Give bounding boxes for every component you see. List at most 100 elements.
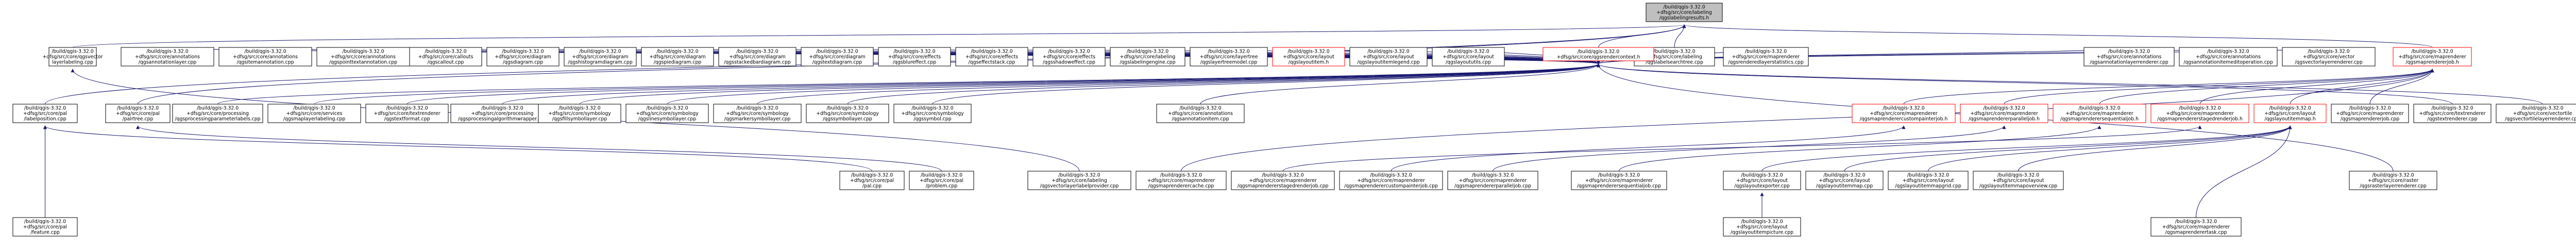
graph-node-b11[interactable]: /build/qgis-3.32.0+dfsg/src/core/layout/… [1888,171,1969,190]
node-label: /qgslayoutitemmapgrid.cpp [1895,184,1961,189]
graph-node-n4[interactable]: /build/qgis-3.32.0+dfsg/src/core/annotat… [316,47,410,67]
graph-node-l3[interactable]: /build/qgis-3.32.0+dfsg/src/core/process… [172,104,263,123]
node-label: /qgsfillsymbollayer.cpp [552,117,607,122]
graph-node-n8[interactable]: /build/qgis-3.32.0+dfsg/src/core/diagram… [641,47,714,67]
node-label: /build/qgis-3.32.0 [1048,49,1090,55]
node-label: +dfsg/src/core/labeling [1052,178,1107,184]
graph-node-rendercontext[interactable]: /build/qgis-3.32.0+dfsg/src/core/qgsrend… [1543,47,1654,61]
dependency-edge [1200,63,1600,105]
node-box [625,104,709,123]
graph-node-n17[interactable]: /build/qgis-3.32.0+dfsg/src/core/layout/… [1349,47,1428,67]
graph-node-n22[interactable]: /build/qgis-3.32.0+dfsg/src/core/vector/… [2282,47,2376,67]
node-box [1447,171,1538,190]
graph-node-l7[interactable]: /build/qgis-3.32.0+dfsg/src/core/symbolo… [538,104,621,123]
graph-node-n1[interactable]: /build/qgis-3.32.0+dfsg/src/core/qgsvect… [43,47,103,67]
graph-node-l1[interactable]: /build/qgis-3.32.0+dfsg/src/core/pal/lab… [12,104,78,123]
graph-node-b10[interactable]: /build/qgis-3.32.0+dfsg/src/core/layout/… [1805,171,1884,190]
graph-node-l10[interactable]: /build/qgis-3.32.0+dfsg/src/core/symbolo… [806,104,889,123]
node-label: +dfsg/src/core/diagram [495,54,551,60]
node-label: /pal.cpp [862,184,882,189]
node-box [2150,104,2249,123]
node-label: /qgsannotationitemeditoperation.cpp [2183,60,2273,65]
graph-node-n5[interactable]: /build/qgis-3.32.0+dfsg/src/core/callout… [409,47,482,67]
node-box [1432,47,1505,67]
node-label: +dfsg/src/core/vectortile [2513,111,2572,117]
graph-node-c1[interactable]: /build/qgis-3.32.0+dfsg/src/core/pal/fea… [12,217,78,237]
graph-node-l8[interactable]: /build/qgis-3.32.0+dfsg/src/core/symbolo… [625,104,709,123]
graph-node-b4[interactable]: /build/qgis-3.32.0+dfsg/src/core/maprend… [1136,171,1227,190]
graph-node-l14[interactable]: /build/qgis-3.32.0+dfsg/src/core/maprend… [1960,104,2048,123]
graph-node-b3[interactable]: /build/qgis-3.32.0+dfsg/src/core/labelin… [1027,171,1131,190]
node-label: /build/qgis-3.32.0 [1578,49,1619,55]
node-box [2349,171,2437,190]
graph-node-maprender[interactable]: /build/qgis-3.32.0+dfsg/src/core/maprend… [2393,47,2472,67]
graph-node-l6[interactable]: /build/qgis-3.32.0+dfsg/src/core/process… [450,104,554,123]
graph-node-l16[interactable]: /build/qgis-3.32.0+dfsg/src/core/maprend… [2150,104,2249,123]
graph-node-n9[interactable]: /build/qgis-3.32.0+dfsg/src/core/diagram… [718,47,796,67]
graph-node-l20[interactable]: /build/qgis-3.32.0+dfsg/src/core/vectort… [2496,104,2576,123]
node-label: /build/qgis-3.32.0 [558,106,600,111]
node-label: /build/qgis-3.32.0 [1653,49,1695,55]
node-label: +dfsg/src/core/maprenderer [2065,111,2133,117]
graph-node-b5[interactable]: /build/qgis-3.32.0+dfsg/src/core/maprend… [1231,171,1335,190]
node-box [1805,171,1884,190]
graph-node-n20[interactable]: /build/qgis-3.32.0+dfsg/src/core/annotat… [2083,47,2175,67]
node-label: /qgssymbol.cpp [913,117,951,122]
node-label: /qgsvectortilelayerrenderer.cpp [2505,117,2576,122]
graph-node-l2[interactable]: /build/qgis-3.32.0+dfsg/src/core/pal/pal… [105,104,171,123]
graph-node-n2[interactable]: /build/qgis-3.32.0+dfsg/src/core/annotat… [121,47,214,67]
node-box [718,47,796,67]
graph-node-n19[interactable]: /build/qgis-3.32.0+dfsg/src/core/maprend… [1723,47,1809,67]
dependency-edge [1761,125,2292,172]
node-label: /build/qgis-3.32.0 [1663,5,1705,10]
graph-node-b6[interactable]: /build/qgis-3.32.0+dfsg/src/core/maprend… [1339,171,1443,190]
graph-node-n12[interactable]: /build/qgis-3.32.0+dfsg/src/core/effects… [955,47,1028,67]
graph-node-root[interactable]: /build/qgis-3.32.0+dfsg/src/core/labelin… [1646,3,1723,22]
node-box [801,47,874,67]
graph-node-n16[interactable]: /build/qgis-3.32.0+dfsg/src/core/layout/… [1272,47,1345,67]
graph-node-b12[interactable]: /build/qgis-3.32.0+dfsg/src/core/layout/… [1973,171,2064,190]
graph-node-n15[interactable]: /build/qgis-3.32.0+dfsg/src/core/layertr… [1190,47,1268,67]
graph-node-b2[interactable]: /build/qgis-3.32.0+dfsg/src/core/pal/pro… [909,171,974,190]
node-label: /qgspiediagram.cpp [654,60,702,65]
graph-node-c3[interactable]: /build/qgis-3.32.0+dfsg/src/core/maprend… [2150,217,2242,237]
graph-node-n3[interactable]: /build/qgis-3.32.0+dfsg/src/core/annotat… [218,47,312,67]
graph-node-b9[interactable]: /build/qgis-3.32.0+dfsg/src/core/layout/… [1723,171,1801,190]
node-box [955,47,1028,67]
node-label: +dfsg/src/core/processing [187,111,249,117]
graph-node-l11[interactable]: /build/qgis-3.32.0+dfsg/src/core/symbolo… [893,104,972,123]
node-box [267,104,361,123]
node-label: /qgslayoututils.cpp [1446,60,1491,65]
graph-node-l4[interactable]: /build/qgis-3.32.0+dfsg/src/core/service… [267,104,361,123]
graph-node-n21[interactable]: /build/qgis-3.32.0+dfsg/src/core/annotat… [2179,47,2278,67]
graph-node-l19[interactable]: /build/qgis-3.32.0+dfsg/src/core/textren… [2413,104,2492,123]
graph-node-n13[interactable]: /build/qgis-3.32.0+dfsg/src/core/effects… [1032,47,1106,67]
graph-node-n14[interactable]: /build/qgis-3.32.0+dfsg/src/core/labelin… [1110,47,1185,67]
node-label: +dfsg/src/core/effects [888,54,941,60]
graph-node-l13[interactable]: /build/qgis-3.32.0+dfsg/src/core/maprend… [1852,104,1956,123]
graph-node-c2[interactable]: /build/qgis-3.32.0+dfsg/src/core/layout/… [1723,217,1801,237]
graph-node-n7[interactable]: /build/qgis-3.32.0+dfsg/src/core/diagram… [564,47,637,67]
graph-node-l17[interactable]: /build/qgis-3.32.0+dfsg/src/core/layout/… [2253,104,2327,123]
graph-node-b8[interactable]: /build/qgis-3.32.0+dfsg/src/core/maprend… [1571,171,1667,190]
graph-node-l15[interactable]: /build/qgis-3.32.0+dfsg/src/core/maprend… [2053,104,2146,123]
graph-node-l9[interactable]: /build/qgis-3.32.0+dfsg/src/core/symbolo… [713,104,802,123]
graph-node-n18[interactable]: /build/qgis-3.32.0+dfsg/src/core/layout/… [1432,47,1505,67]
node-label: /build/qgis-3.32.0 [2108,49,2150,55]
node-label: /qgsannotationlayer.cpp [139,60,197,65]
node-box [839,171,905,190]
graph-node-b13[interactable]: /build/qgis-3.32.0+dfsg/src/core/raster/… [2349,171,2437,190]
graph-node-b7[interactable]: /build/qgis-3.32.0+dfsg/src/core/maprend… [1447,171,1538,190]
graph-node-n11[interactable]: /build/qgis-3.32.0+dfsg/src/core/effects… [878,47,951,67]
graph-node-l12[interactable]: /build/qgis-3.32.0+dfsg/src/core/annotat… [1156,104,1245,123]
dependency-edge [1597,63,2543,105]
node-box [2083,47,2175,67]
graph-node-b1[interactable]: /build/qgis-3.32.0+dfsg/src/core/pal/pal… [839,171,905,190]
graph-node-n10[interactable]: /build/qgis-3.32.0+dfsg/src/core/diagram… [801,47,874,67]
dependency-edge [217,63,1600,105]
node-label: +dfsg/src/core/maprenderer [2336,111,2404,117]
node-box [486,47,560,67]
graph-node-l5[interactable]: /build/qgis-3.32.0+dfsg/src/core/textren… [365,104,449,123]
graph-node-l18[interactable]: /build/qgis-3.32.0+dfsg/src/core/maprend… [2331,104,2409,123]
graph-node-n6[interactable]: /build/qgis-3.32.0+dfsg/src/core/diagram… [486,47,560,67]
